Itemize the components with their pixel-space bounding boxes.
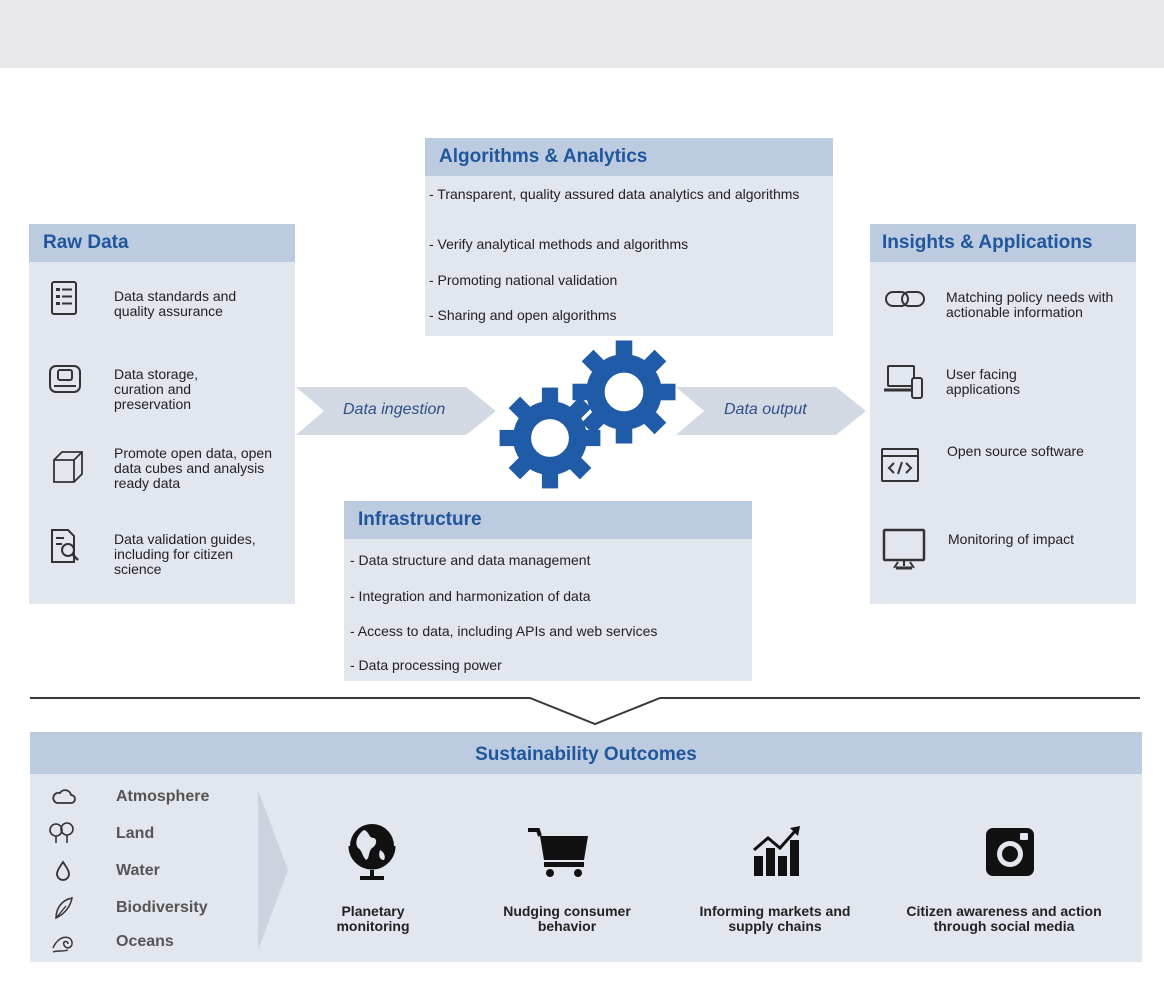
outcome-citizen-awareness: Citizen awareness and action through soc… <box>906 903 1102 934</box>
insights-item-1: Matching policy needs with actionable in… <box>946 289 1114 320</box>
environment-chevron <box>258 790 288 950</box>
environment-label-oceans: Oceans <box>116 933 174 950</box>
document-list-icon <box>51 281 77 315</box>
outcome-informing-markets: Informing markets and supply chains <box>699 903 851 934</box>
top-banner <box>0 0 1164 68</box>
data-output-label: Data output <box>724 401 807 418</box>
algorithms-bullet-3: - Promoting national validation <box>429 272 618 288</box>
outcome-planetary-monitoring: Planetary monitoring <box>336 903 410 934</box>
data-ingestion-arrow <box>296 387 496 435</box>
environment-label-water: Water <box>116 862 160 879</box>
algorithms-bullet-2: - Verify analytical methods and algorith… <box>429 236 689 252</box>
raw-data-item-3: Promote open data, open data cubes and a… <box>114 445 273 491</box>
insights-title: Insights & Applications <box>870 224 1136 262</box>
algorithms-bullet-1: - Transparent, quality assured data anal… <box>429 186 800 202</box>
infrastructure-bullet-4: - Data processing power <box>350 657 502 673</box>
infrastructure-title: Infrastructure <box>344 501 752 539</box>
algorithms-panel: Algorithms & Analytics <box>425 138 833 336</box>
globe-icon <box>348 824 396 880</box>
link-icon <box>885 291 925 307</box>
cloud-icon <box>52 789 76 804</box>
insights-panel: Insights & Applications <box>870 224 1136 604</box>
laptop-phone-icon <box>884 365 923 399</box>
outcome-nudging-consumer-behavior: Nudging consumer behavior <box>503 903 631 934</box>
data-ingestion-label: Data ingestion <box>343 401 446 418</box>
section-divider <box>30 697 1140 726</box>
data-output-arrow <box>676 387 866 435</box>
algorithms-bullet-4: - Sharing and open algorithms <box>429 307 617 323</box>
document-search-icon <box>51 529 79 563</box>
infrastructure-bullet-3: - Access to data, including APIs and web… <box>350 623 658 639</box>
algorithms-title: Algorithms & Analytics <box>425 138 833 176</box>
leaf-icon <box>55 897 73 920</box>
environment-label-biodiversity: Biodiversity <box>116 899 208 916</box>
growth-chart-icon <box>753 826 800 876</box>
raw-data-item-2: Data storage, curation and preservation <box>114 366 199 412</box>
cube-icon <box>53 451 83 483</box>
environment-label-atmosphere: Atmosphere <box>116 788 210 805</box>
insights-item-3: Open source software <box>947 443 1084 459</box>
camera-social-icon <box>986 828 1034 876</box>
raw-data-title: Raw Data <box>29 224 295 262</box>
outcomes-title: Sustainability Outcomes <box>30 732 1142 774</box>
trees-icon <box>49 822 74 843</box>
shopping-cart-icon <box>528 828 588 877</box>
insights-item-2: User facing applications <box>946 366 1020 397</box>
monitor-icon <box>882 528 926 570</box>
insights-item-4: Monitoring of impact <box>948 531 1075 547</box>
infrastructure-bullet-1: - Data structure and data management <box>350 552 591 568</box>
hard-drive-icon <box>49 365 81 393</box>
raw-data-item-4: Data validation guides, including for ci… <box>114 531 256 577</box>
wave-icon <box>52 936 73 953</box>
code-window-icon <box>881 448 919 482</box>
infrastructure-bullet-2: - Integration and harmonization of data <box>350 588 591 604</box>
water-drop-icon <box>56 860 70 881</box>
gears-icon <box>492 334 688 500</box>
environment-label-land: Land <box>116 825 155 842</box>
raw-data-item-1: Data standards and quality assurance <box>114 288 237 319</box>
infrastructure-panel: Infrastructure <box>344 501 752 681</box>
